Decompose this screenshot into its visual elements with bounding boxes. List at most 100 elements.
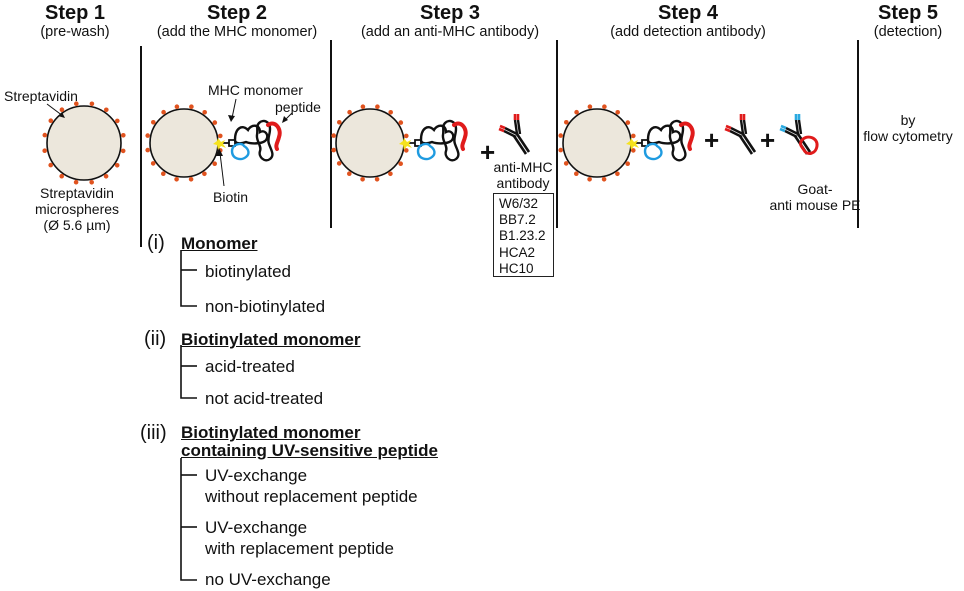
bead-step1: [42, 101, 126, 185]
antibody-tip: [779, 124, 787, 133]
alpha3-domain: [255, 119, 274, 162]
peptide: [452, 121, 468, 151]
fc-stem: [515, 133, 531, 153]
streptavidin-dot: [388, 110, 394, 115]
beta2-microglobulin: [416, 142, 436, 161]
streptavidin-dot: [404, 148, 409, 153]
streptavidin-dot: [615, 171, 620, 177]
mhc-monomer-step2: [213, 119, 282, 162]
streptavidin-dot: [212, 161, 217, 166]
step-3-subtitle: (add an anti-MHC antibody): [360, 24, 540, 40]
streptavidin-dot: [48, 162, 53, 168]
streptavidin-dot: [188, 177, 194, 182]
pe-fluorophore: [799, 135, 819, 155]
streptavidin-dot: [331, 147, 337, 153]
antibody-clone-list: W6/32 BB7.2 B1.23.2 HCA2 HC10: [493, 193, 554, 277]
streptavidin-dot: [145, 133, 150, 138]
streptavidin-dot: [212, 120, 218, 125]
biotin-star: [626, 138, 639, 150]
label-microspheres-3: (Ø 5.6 µm): [43, 217, 111, 233]
streptavidin-dot: [374, 177, 380, 182]
fab-arm: [784, 126, 799, 139]
condition-ii-option-2: not acid-treated: [205, 389, 324, 408]
condition-ii-option-1: acid-treated: [205, 357, 295, 376]
plus-sign-1: +: [480, 137, 496, 167]
condition-ii-numeral: (ii): [144, 328, 167, 350]
fc-stem: [512, 135, 528, 155]
streptavidin-dot: [564, 120, 569, 125]
label-biotin: Biotin: [213, 189, 249, 205]
condition-iii-title-1: Biotinylated monomer: [181, 423, 361, 442]
antibody-tip: [794, 114, 801, 120]
biotin-star: [213, 138, 226, 150]
bead-step4: [558, 104, 636, 182]
streptavidin-dot: [574, 171, 579, 176]
arrow-mhc-monomer: [231, 98, 237, 119]
fc-stem: [738, 135, 754, 155]
streptavidin-dot: [631, 148, 636, 153]
streptavidin-dot: [104, 107, 109, 113]
alpha3-domain: [441, 119, 460, 162]
condition-iii-title-2: containing UV-sensitive peptide: [181, 441, 438, 460]
detection-antibody-step4: [779, 114, 819, 155]
condition-iii-option-3: no UV-exchange: [205, 570, 331, 589]
streptavidin-dot: [601, 177, 607, 182]
streptavidin-dot: [120, 148, 126, 154]
fab-arm: [729, 126, 744, 139]
streptavidin-dot: [375, 104, 380, 109]
anti-mhc-antibody-step4: [724, 114, 757, 155]
streptavidin-dot: [121, 133, 126, 138]
plus-sign-2: +: [704, 125, 720, 155]
condition-i-option-2: non-biotinylated: [205, 297, 326, 316]
label-anti-mhc-1: anti-MHC: [493, 159, 553, 175]
streptavidin-dot: [631, 133, 636, 139]
streptavidin-dot: [174, 177, 179, 182]
arrow-head-streptavidin: [58, 112, 65, 118]
streptavidin-dot: [558, 133, 563, 138]
antibody-tip: [739, 114, 746, 120]
streptavidin-dot: [89, 101, 95, 107]
step-1-subtitle: (pre-wash): [40, 24, 110, 40]
streptavidin-dot: [574, 109, 579, 115]
fc-stem: [741, 133, 757, 153]
streptavidin-dot: [625, 120, 631, 125]
plus-sign-3: +: [760, 125, 776, 155]
streptavidin-dot: [145, 147, 150, 153]
streptavidin-dot: [59, 107, 65, 112]
bead-step3: [331, 104, 409, 182]
condition-iii-option-2-line1: UV-exchange: [205, 518, 308, 537]
tree-ii: [180, 345, 197, 399]
streptavidin-dot: [337, 120, 342, 125]
fab-arm: [739, 119, 748, 135]
streptavidin-dot: [398, 161, 404, 166]
streptavidin-dot: [360, 177, 365, 182]
condition-iii-numeral: (iii): [140, 422, 167, 444]
peptide: [266, 121, 282, 151]
alpha3-domain: [668, 119, 687, 162]
fc-stem: [796, 133, 812, 153]
streptavidin-dot: [48, 118, 54, 123]
step-4-subtitle: (add detection antibody): [610, 24, 766, 40]
biotin-star: [399, 138, 412, 150]
antibody-clone: HC10: [499, 260, 534, 276]
streptavidin-dot: [331, 133, 337, 138]
step-1-title: Step 1: [44, 2, 106, 24]
beta2-microglobulin: [230, 142, 250, 161]
streptavidin-dot: [587, 177, 592, 182]
step-3-title: Step 3: [419, 2, 481, 24]
streptavidin-dot: [388, 171, 393, 177]
peptide: [679, 121, 695, 151]
label-peptide: peptide: [275, 99, 321, 115]
label-microspheres-1: Streptavidin: [40, 185, 114, 201]
microsphere: [149, 108, 219, 178]
streptavidin-dot: [89, 180, 94, 185]
antibody-tip: [513, 114, 520, 120]
streptavidin-dot: [42, 148, 47, 153]
tree-iii: [180, 458, 197, 581]
condition-i-title: Monomer: [181, 234, 258, 253]
streptavidin-dot: [74, 101, 79, 106]
streptavidin-dot: [398, 120, 404, 125]
streptavidin-dot: [404, 133, 409, 139]
step-2-title: Step 2: [206, 2, 268, 24]
